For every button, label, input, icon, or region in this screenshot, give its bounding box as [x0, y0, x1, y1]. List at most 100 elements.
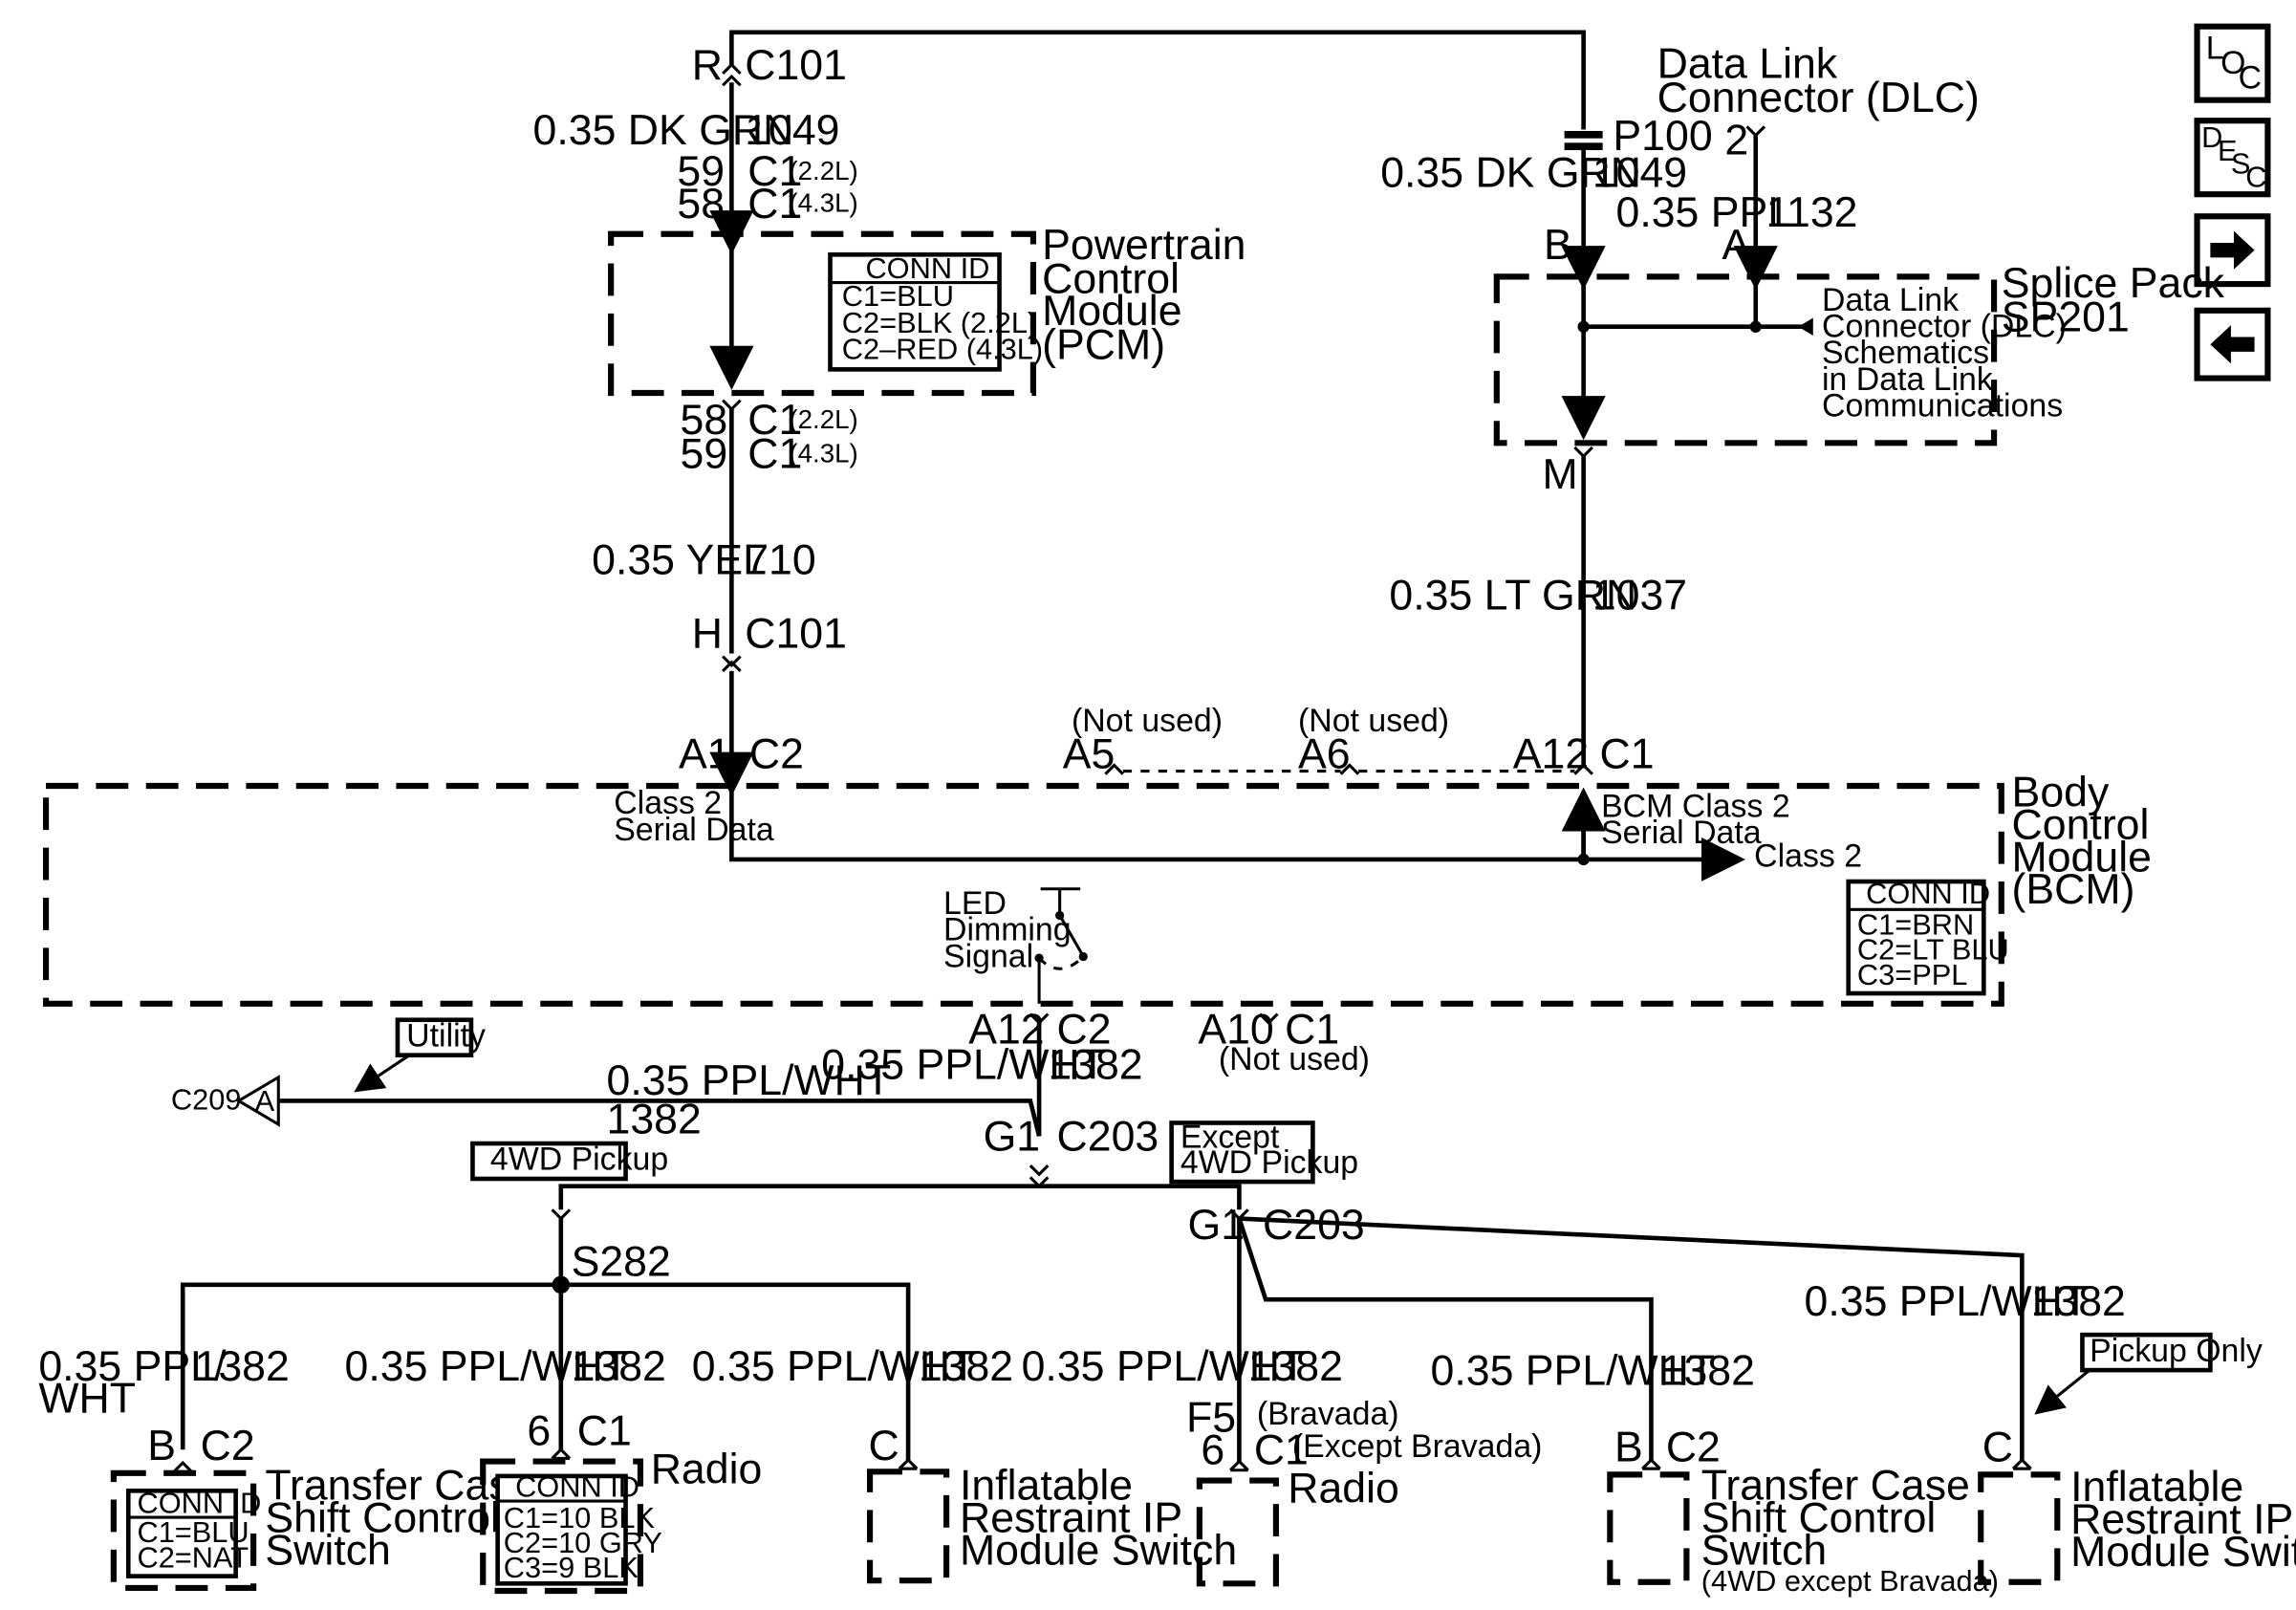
- wire-color-dk-grn: 0.35 DK GRN: [533, 107, 794, 154]
- bcm-bottom-pins: A12 C2 A10 C1 (Not used): [968, 1006, 1370, 1077]
- wire-ppl-wht-f: 0.35 PPL/WHT: [1805, 1278, 2090, 1325]
- utility-callout: Utility: [354, 1017, 486, 1093]
- svg-text:A12: A12: [1513, 731, 1589, 778]
- svg-text:C101: C101: [745, 610, 847, 657]
- except-4wd-label: Except 4WD Pickup: [1169, 1120, 1358, 1185]
- arrow-left-icon: [2210, 325, 2255, 364]
- svg-text:Data Link: Data Link: [1822, 282, 1959, 318]
- svg-text:Class 2: Class 2: [614, 785, 722, 821]
- circuit-1382-a: 1382: [195, 1343, 290, 1390]
- wire-1049-loop: [729, 30, 1586, 221]
- svg-text:Transfer Case: Transfer Case: [265, 1463, 533, 1510]
- svg-text:4WD Pickup: 4WD Pickup: [490, 1142, 668, 1178]
- wire-color-ppl: 0.35 PPL: [1615, 189, 1791, 236]
- circuit-1049-2: 1049: [1592, 149, 1687, 196]
- svg-text:Dimming: Dimming: [943, 912, 1072, 948]
- bcm-conn-id-table: CONN ID C1=BRN C2=LT BLU C3=PPL: [1846, 877, 2009, 996]
- wire-ppl-wht-e: 0.35 PPL/WHT: [1431, 1347, 1716, 1394]
- svg-text:CONN ID: CONN ID: [515, 1469, 639, 1503]
- svg-text:M: M: [1543, 451, 1578, 498]
- c209-ref-triangle[interactable]: A C209: [171, 1075, 280, 1127]
- svg-text:A12: A12: [968, 1006, 1044, 1053]
- svg-text:0.35 PPL/WHT: 0.35 PPL/WHT: [821, 1041, 1106, 1088]
- svg-text:C1: C1: [747, 397, 802, 444]
- svg-text:A5: A5: [1063, 731, 1116, 778]
- svg-text:O: O: [2220, 45, 2245, 81]
- svg-text:Schematics: Schematics: [1822, 335, 1989, 371]
- svg-text:59: 59: [677, 148, 725, 195]
- svg-text:Class 2: Class 2: [1754, 838, 1862, 875]
- wire-1382-main: 0.35 PPL/WHT 1382 0.35 PPL/WHT 1382: [278, 1022, 1143, 1142]
- back-button[interactable]: [2194, 307, 2271, 381]
- circuit-710: 710: [745, 536, 815, 583]
- svg-text:C2: C2: [1666, 1425, 1721, 1471]
- svg-text:(Not used): (Not used): [1072, 703, 1223, 739]
- svg-text:Shift Control: Shift Control: [265, 1494, 500, 1541]
- pickup-only-callout: Pickup Only: [2034, 1332, 2263, 1415]
- svg-text:Utility: Utility: [406, 1017, 486, 1054]
- svg-text:B: B: [147, 1423, 176, 1469]
- wire-ppl-wht-d: 0.35 PPL/WHT: [1022, 1343, 1307, 1390]
- svg-text:Switch: Switch: [265, 1527, 390, 1574]
- transfer-case-switch-1: B C2 CONN ID C1=BLU C2=NAT Transfer Case…: [110, 1423, 533, 1591]
- splice-output-m: M: [1543, 446, 1593, 766]
- radio-2: F5 (Bravada) 6 C1 (Except Bravada) Radio: [1186, 1395, 1543, 1587]
- svg-text:Restraint IP: Restraint IP: [960, 1494, 1182, 1541]
- svg-text:L: L: [2206, 31, 2224, 67]
- svg-text:C2=NAT: C2=NAT: [137, 1540, 249, 1574]
- svg-text:C1=BRN: C1=BRN: [1857, 907, 1974, 941]
- circuit-1382-f: 1382: [2031, 1278, 2126, 1325]
- circuit-1049: 1049: [745, 107, 839, 154]
- svg-text:Control: Control: [2012, 801, 2150, 848]
- svg-text:C: C: [2239, 59, 2262, 96]
- 4wd-pickup-label: 4WD Pickup: [470, 1141, 668, 1182]
- svg-text:Inflatable: Inflatable: [2070, 1464, 2243, 1511]
- svg-text:Radio: Radio: [651, 1447, 763, 1493]
- loc-button[interactable]: L O C: [2194, 23, 2271, 103]
- svg-text:(BCM): (BCM): [2012, 866, 2135, 913]
- svg-text:LED: LED: [943, 885, 1007, 922]
- svg-text:Shift Control: Shift Control: [1701, 1494, 1937, 1541]
- svg-text:CONN ID: CONN ID: [137, 1486, 261, 1519]
- desc-button[interactable]: D E S C: [2194, 118, 2271, 198]
- svg-text:(4WD except Bravada): (4WD except Bravada): [1701, 1564, 1999, 1598]
- splice-pin-a: A: [1722, 222, 1750, 269]
- svg-text:C203: C203: [1057, 1114, 1159, 1161]
- svg-text:Serial Data: Serial Data: [614, 812, 774, 848]
- svg-text:G1: G1: [1188, 1202, 1245, 1249]
- svg-text:B: B: [1614, 1425, 1643, 1471]
- svg-text:C1: C1: [747, 181, 802, 228]
- svg-text:58: 58: [681, 397, 728, 444]
- svg-text:G1: G1: [984, 1114, 1041, 1161]
- svg-text:1382: 1382: [1048, 1041, 1142, 1088]
- pcm-c1-top: 59 C1 (2.2L) 58 C1 (4.3L): [677, 148, 858, 231]
- svg-text:(Not used): (Not used): [1219, 1041, 1370, 1077]
- dlc-schematic-reference[interactable]: Data Link Connector (DLC) Schematics in …: [1822, 282, 2067, 424]
- svg-text:C: C: [1982, 1425, 2013, 1471]
- svg-text:A: A: [255, 1084, 275, 1118]
- circuit-1382-c: 1382: [919, 1343, 1013, 1390]
- pcm-c1-bottom: 58 C1 (2.2L) 59 C1 (4.3L): [681, 397, 858, 654]
- forward-button[interactable]: [2194, 213, 2271, 288]
- svg-text:Control: Control: [1042, 255, 1180, 302]
- wire-ppl-wht-b: 0.35 PPL/WHT: [345, 1343, 630, 1390]
- svg-text:C1: C1: [1254, 1427, 1309, 1474]
- svg-text:(Except Bravada): (Except Bravada): [1292, 1428, 1543, 1465]
- svg-text:Module: Module: [1042, 288, 1181, 335]
- wire-ppl-wht-c: 0.35 PPL/WHT: [692, 1343, 977, 1390]
- svg-text:2: 2: [1724, 118, 1748, 164]
- wire-color-lt-grn: 0.35 LT GRN: [1389, 572, 1636, 619]
- c101-connector: R C101: [692, 42, 847, 89]
- svg-text:Module Switch: Module Switch: [960, 1527, 1237, 1574]
- svg-text:Except: Except: [1180, 1120, 1280, 1156]
- svg-text:(2.2L): (2.2L): [789, 404, 857, 434]
- svg-text:C3=PPL: C3=PPL: [1857, 958, 1967, 991]
- circuit-1382-e: 1382: [1660, 1347, 1755, 1394]
- svg-text:CONN ID: CONN ID: [1866, 877, 1990, 910]
- svg-text:(Not used): (Not used): [1298, 703, 1449, 739]
- svg-text:SP201: SP201: [2002, 294, 2130, 340]
- svg-text:Transfer Case: Transfer Case: [1701, 1463, 1970, 1510]
- svg-text:C: C: [869, 1423, 899, 1469]
- svg-text:6: 6: [1201, 1427, 1224, 1474]
- svg-text:Signal: Signal: [943, 938, 1033, 974]
